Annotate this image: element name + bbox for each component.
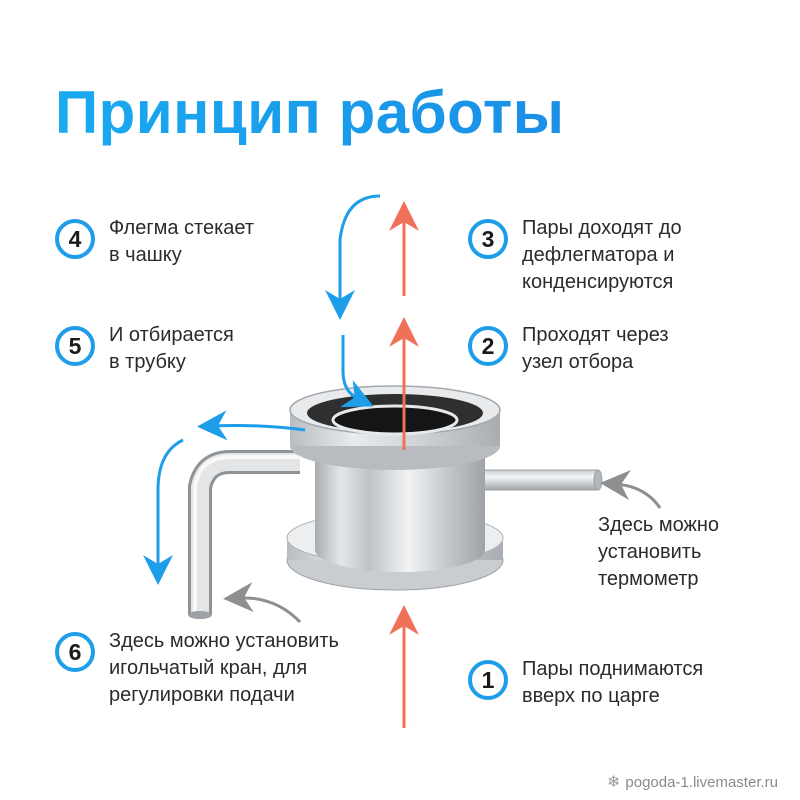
- step-4-text: Флегма стекает в чашку: [109, 217, 255, 266]
- watermark: ❄ pogoda-1.livemaster.ru: [607, 772, 778, 792]
- step-6: 6 Здесь можно установить игольчатый кран…: [55, 628, 339, 709]
- watermark-text: pogoda-1.livemaster.ru: [625, 773, 778, 791]
- step-3: 3 Пары доходят до дефлегматора и конденс…: [468, 215, 682, 296]
- step-3-badge: 3: [468, 219, 508, 259]
- pointer-arrows: [223, 470, 662, 624]
- reflux-arrow-tube-down: [143, 438, 184, 585]
- pointer-arrow-needle-valve: [223, 582, 302, 624]
- step-2-text: Проходят через узел отбора: [522, 324, 669, 373]
- snowflake-icon: ❄: [607, 774, 621, 791]
- thermometer-port: [469, 469, 603, 491]
- step-1-badge: 1: [468, 660, 508, 700]
- step-6-text: Здесь можно установить игольчатый кран, …: [109, 630, 339, 706]
- step-6-badge: 6: [55, 632, 95, 672]
- side-outlet-pipe: [188, 450, 300, 619]
- step-3-text: Пары доходят до дефлегматора и конденсир…: [522, 217, 682, 293]
- page-title: Принцип работы: [55, 79, 565, 146]
- step-5-text: И отбирается в трубку: [109, 324, 234, 373]
- reflux-arrows: [143, 194, 381, 585]
- step-5: 5 И отбирается в трубку: [55, 322, 234, 376]
- step-2-badge: 2: [468, 326, 508, 366]
- pointer-arrow-thermometer: [600, 470, 662, 509]
- reflux-arrow-down: [325, 194, 381, 320]
- reflux-arrow-outlet: [197, 410, 306, 441]
- step-1-text: Пары поднимаются вверх по царге: [522, 658, 704, 707]
- step-4: 4 Флегма стекает в чашку: [55, 215, 254, 269]
- step-2: 2 Проходят через узел отбора: [468, 322, 669, 376]
- thermometer-note: Здесь можно установить термометр: [598, 514, 720, 590]
- step-5-badge: 5: [55, 326, 95, 366]
- step-4-badge: 4: [55, 219, 95, 259]
- reflux-arrow-into-cup: [340, 335, 374, 408]
- top-flange: [289, 385, 501, 470]
- step-1: 1 Пары поднимаются вверх по царге: [468, 656, 703, 710]
